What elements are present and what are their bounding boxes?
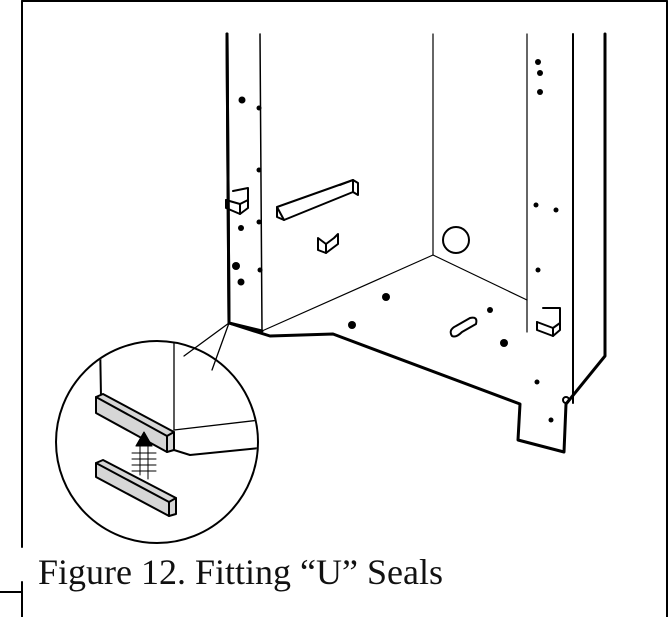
cabinet-base <box>225 32 607 454</box>
figure-caption: Figure 12. Fitting “U” Seals <box>38 552 443 592</box>
u-seal-fitted <box>95 393 175 453</box>
mounting-holes <box>232 59 559 423</box>
seal-detail-callout <box>55 340 259 544</box>
callout-leaders <box>183 322 230 371</box>
fit-arrow <box>131 431 157 480</box>
u-seal-loose <box>95 459 177 517</box>
cabinet-fittings <box>225 179 570 404</box>
